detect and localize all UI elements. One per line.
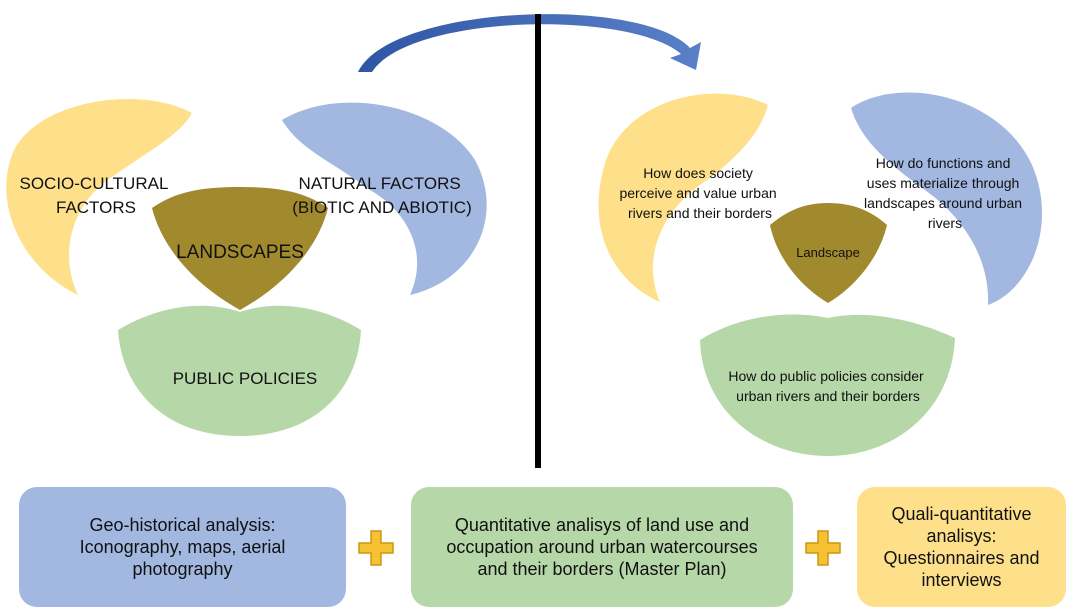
left-natural-label: NATURAL FACTORS (BIOTIC AND ABIOTIC) [292, 174, 471, 217]
plus-icon [358, 530, 394, 566]
divider-line [535, 14, 541, 468]
right-public-policies-shape [700, 314, 955, 456]
right-landscape-shape [770, 203, 887, 303]
right-landscape-label: Landscape [796, 245, 860, 260]
left-landscapes-shape [152, 187, 328, 310]
left-public-policies-shape [118, 305, 361, 436]
quantitative-box: Quantitative analisys of land use and oc… [411, 487, 793, 607]
left-socio-label: SOCIO-CULTURAL FACTORS [19, 174, 172, 217]
left-natural-shape [282, 102, 487, 295]
right-natural-shape [851, 92, 1043, 305]
geo-historical-text: Geo-historical analysis: Iconography, ma… [79, 515, 286, 579]
venn-diagram: SOCIO-CULTURAL FACTORS NATURAL FACTORS (… [6, 14, 1043, 468]
left-landscapes-label: LANDSCAPES [176, 242, 304, 263]
geo-historical-box: Geo-historical analysis: Iconography, ma… [19, 487, 346, 607]
plus-icon [805, 530, 841, 566]
right-socio-shape [598, 93, 768, 302]
quali-quantitative-box: Quali-quantitative analisys: Questionnai… [857, 487, 1066, 607]
right-socio-label: How does society perceive and value urba… [619, 165, 780, 221]
quantitative-text: Quantitative analisys of land use and oc… [446, 515, 758, 579]
right-policies-label: How do public policies consider urban ri… [728, 368, 927, 404]
right-natural-label: How do functions and uses materialize th… [864, 155, 1026, 231]
quali-quantitative-text: Quali-quantitative analisys: Questionnai… [883, 504, 1040, 590]
left-socio-cultural-shape [6, 99, 193, 295]
curved-arrow-icon [358, 14, 701, 72]
left-policies-label: PUBLIC POLICIES [173, 369, 318, 388]
